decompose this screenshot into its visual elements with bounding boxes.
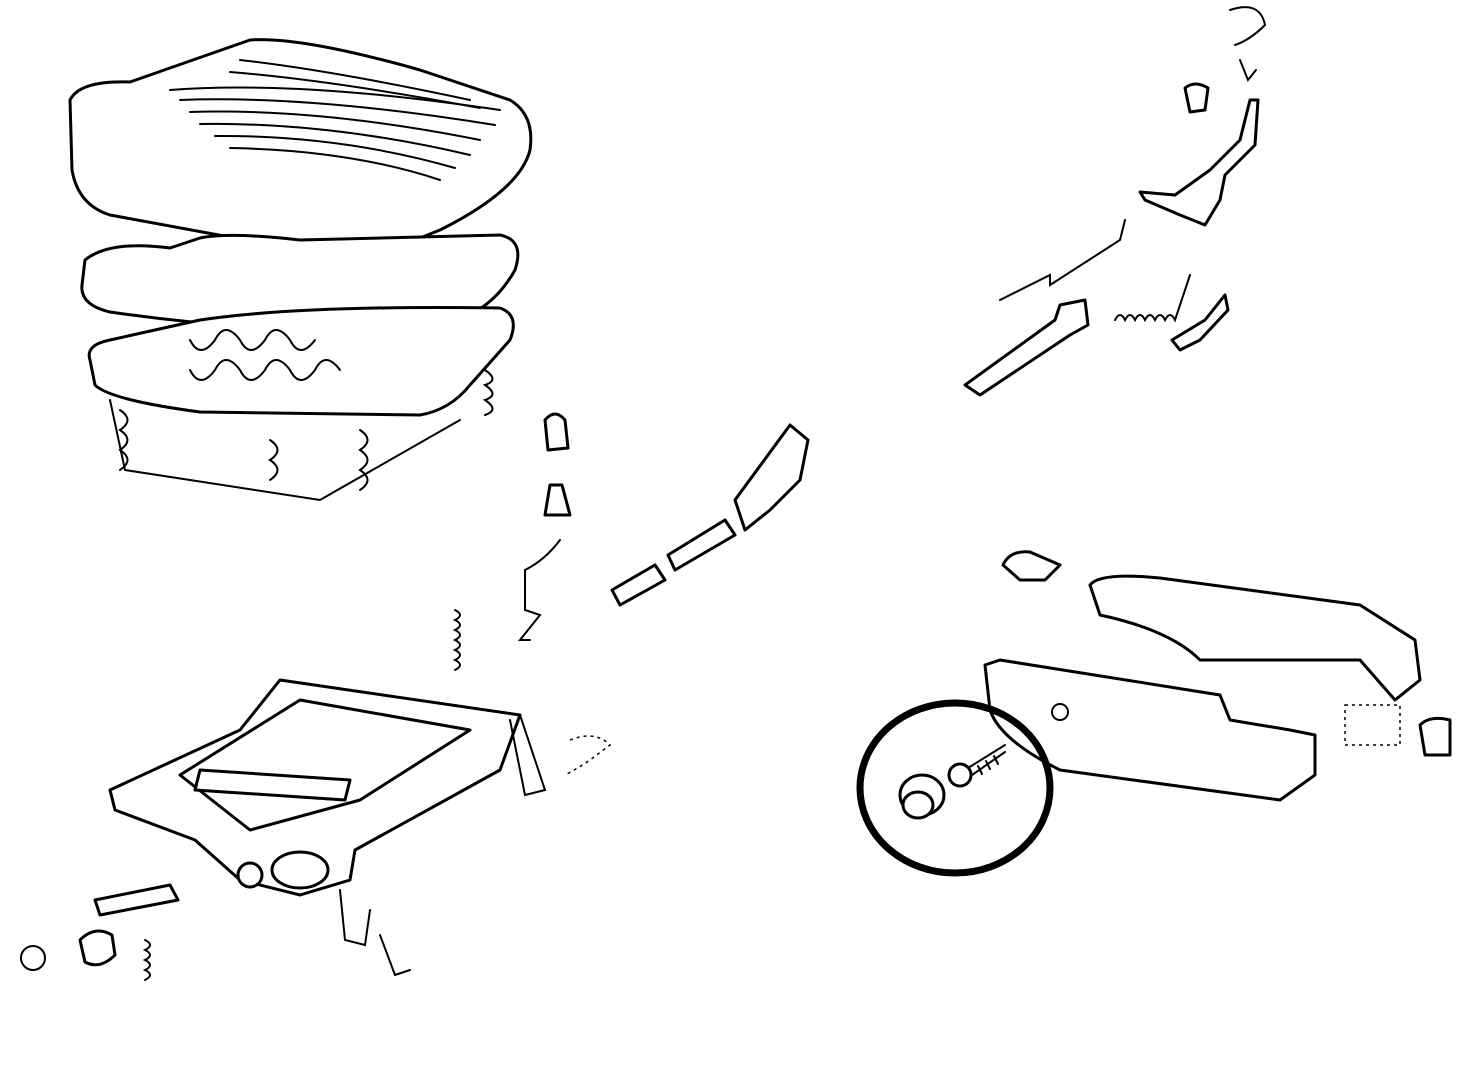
cap-small <box>1183 82 1210 114</box>
highlight-circle <box>856 699 1054 877</box>
spring <box>452 609 461 671</box>
clip <box>543 483 572 517</box>
side-trim-upper <box>1088 574 1422 702</box>
end-cap <box>1418 716 1452 757</box>
release-rod <box>999 219 1126 301</box>
trim-hole <box>1051 703 1069 721</box>
handle-cover <box>1001 550 1062 582</box>
adjuster-shaft <box>610 423 810 607</box>
top-clip <box>1229 6 1267 82</box>
lever-rod <box>517 539 561 641</box>
screw <box>947 744 1006 788</box>
spring-frame <box>87 306 515 502</box>
hinge-plate <box>93 883 180 917</box>
snap-ring <box>20 945 46 971</box>
small-spring <box>142 939 151 981</box>
wire-clip <box>564 735 612 776</box>
knob <box>543 412 570 452</box>
release-lever <box>963 298 1090 397</box>
cap <box>78 929 117 967</box>
cover-button <box>898 773 946 820</box>
side-trim-lower <box>983 658 1317 802</box>
return-spring <box>1114 274 1191 323</box>
latch <box>1170 293 1230 352</box>
hidden-part-outline <box>1344 704 1401 746</box>
seat-cushion-cover <box>68 38 533 256</box>
seat-base-frame <box>108 678 547 977</box>
recliner-bracket <box>1138 98 1260 227</box>
